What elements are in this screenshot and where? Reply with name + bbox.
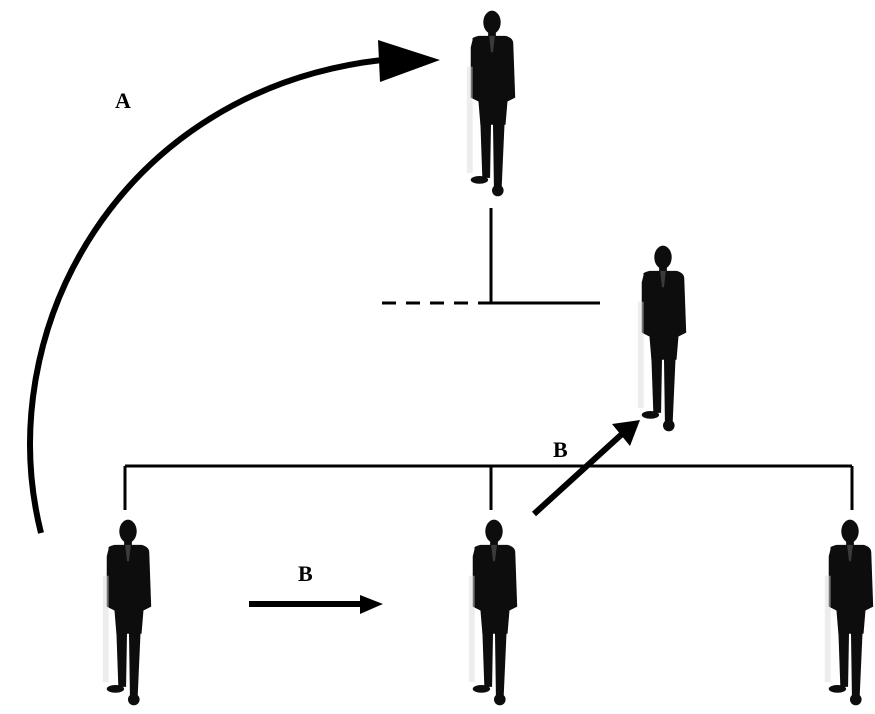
lateral-arrowhead	[360, 595, 383, 614]
label-a: A	[115, 88, 131, 113]
diagonal-move-arrow	[531, 431, 625, 517]
org-connectors	[123, 208, 854, 510]
promotion-arrowhead	[378, 40, 440, 82]
businessman-icon-bottom-right	[824, 519, 874, 706]
businessman-icon-bottom-left	[102, 519, 152, 706]
businessman-icon-top	[466, 10, 516, 197]
promotion-arc-arrow	[27, 57, 383, 534]
label-b-diagonal: B	[553, 437, 568, 462]
diagonal-arrowhead	[612, 420, 640, 446]
businessman-icon-middle-right	[637, 245, 687, 432]
businessman-icon-bottom-center	[468, 519, 518, 706]
label-b-lateral: B	[298, 561, 313, 586]
